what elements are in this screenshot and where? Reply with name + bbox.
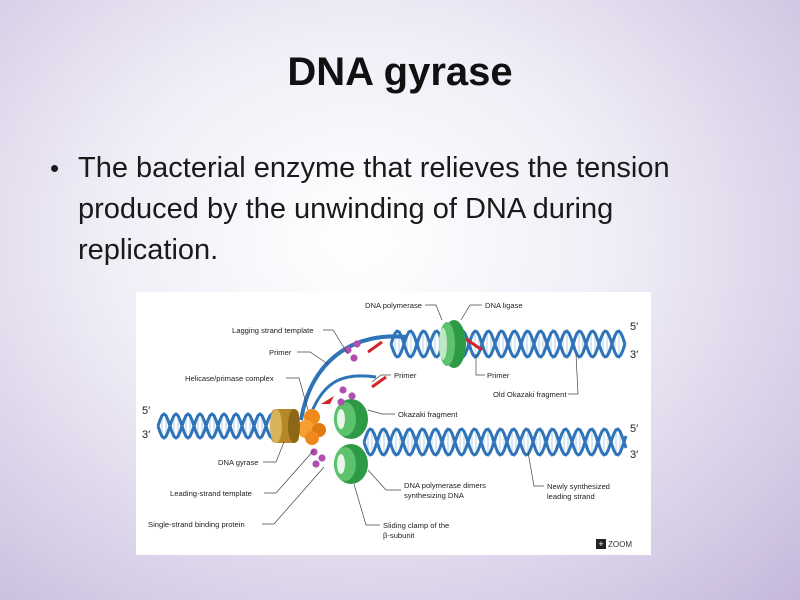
dna-polymerase-dimers xyxy=(334,399,368,484)
bullet-marker: • xyxy=(50,153,60,183)
ssb-protein xyxy=(318,454,326,462)
label-sliding-clamp-2: β-subunit xyxy=(383,531,415,540)
dna-helices xyxy=(156,329,628,457)
ssb-protein xyxy=(353,340,361,348)
label-helicase-primase: Helicase/primase complex xyxy=(185,374,274,383)
label-single-strand-binding: Single-strand binding protein xyxy=(148,520,245,529)
dna-ligase-complex xyxy=(439,320,466,368)
label-dna-polymerase: DNA polymerase xyxy=(365,301,422,310)
ssb-protein xyxy=(310,448,318,456)
single-strand-binding-proteins xyxy=(310,340,361,468)
label-lagging-strand-template: Lagging strand template xyxy=(232,326,313,335)
label-okazaki: Okazaki fragment xyxy=(398,410,458,419)
label-sliding-clamp-1: Sliding clamp of the xyxy=(383,521,449,530)
label-primer-mid: Primer xyxy=(394,371,417,380)
label-polymerase-dimers-2: synthesizing DNA xyxy=(404,491,465,500)
primer-arrow xyxy=(321,396,334,404)
label-newly-synthesized-1: Newly synthesized xyxy=(547,482,610,491)
ssb-protein xyxy=(337,398,345,406)
label-newly-synthesized-2: leading strand xyxy=(547,492,595,501)
label-primer-top: Primer xyxy=(269,348,292,357)
end-label: 3′ xyxy=(630,449,638,461)
end-label: 5′ xyxy=(630,423,638,435)
ssb-protein xyxy=(339,386,347,394)
plus-icon: + xyxy=(596,539,606,549)
lagging-strand-helix xyxy=(389,329,627,359)
replication-fork-diagram: 5′ 3′ 5′ 3′ 5′ 3′ DNA polymerase DNA lig… xyxy=(142,301,638,540)
label-dna-gyrase: DNA gyrase xyxy=(218,458,259,467)
end-label: 3′ xyxy=(630,349,638,361)
ssb-protein xyxy=(312,460,320,468)
zoom-button[interactable]: + ZOOM xyxy=(596,538,632,550)
helicase-primase-complex xyxy=(297,409,326,445)
zoom-label: ZOOM xyxy=(608,539,632,549)
label-old-okazaki: Old Okazaki fragment xyxy=(493,390,567,399)
end-label: 3′ xyxy=(142,429,150,441)
label-primer-right: Primer xyxy=(487,371,510,380)
bullet-text: The bacterial enzyme that relieves the t… xyxy=(78,152,670,266)
ssb-protein xyxy=(348,392,356,400)
label-dna-ligase: DNA ligase xyxy=(485,301,523,310)
backbone-strand xyxy=(362,427,628,457)
slide-title: DNA gyrase xyxy=(287,50,513,94)
primer-segment xyxy=(367,340,383,354)
end-label: 5′ xyxy=(630,321,638,333)
backbone-strand xyxy=(389,329,627,359)
primer-segment xyxy=(465,337,483,352)
label-polymerase-dimers-1: DNA polymerase dimers xyxy=(404,481,486,490)
leader-lines xyxy=(262,304,579,526)
leading-strand-helix xyxy=(362,427,628,457)
backbone-strand xyxy=(156,412,278,440)
ssb-protein xyxy=(344,346,352,354)
ssb-protein xyxy=(350,354,358,362)
backbone-strand xyxy=(362,427,628,457)
parental-dna-helix xyxy=(156,412,278,440)
label-leading-strand-template: Leading-strand template xyxy=(170,489,252,498)
dna-gyrase-protein xyxy=(270,409,300,443)
primer-segment xyxy=(371,375,387,389)
backbone-strand xyxy=(156,412,278,440)
dna-replication-figure: 5′ 3′ 5′ 3′ 5′ 3′ DNA polymerase DNA lig… xyxy=(136,292,651,555)
end-label: 5′ xyxy=(142,405,150,417)
